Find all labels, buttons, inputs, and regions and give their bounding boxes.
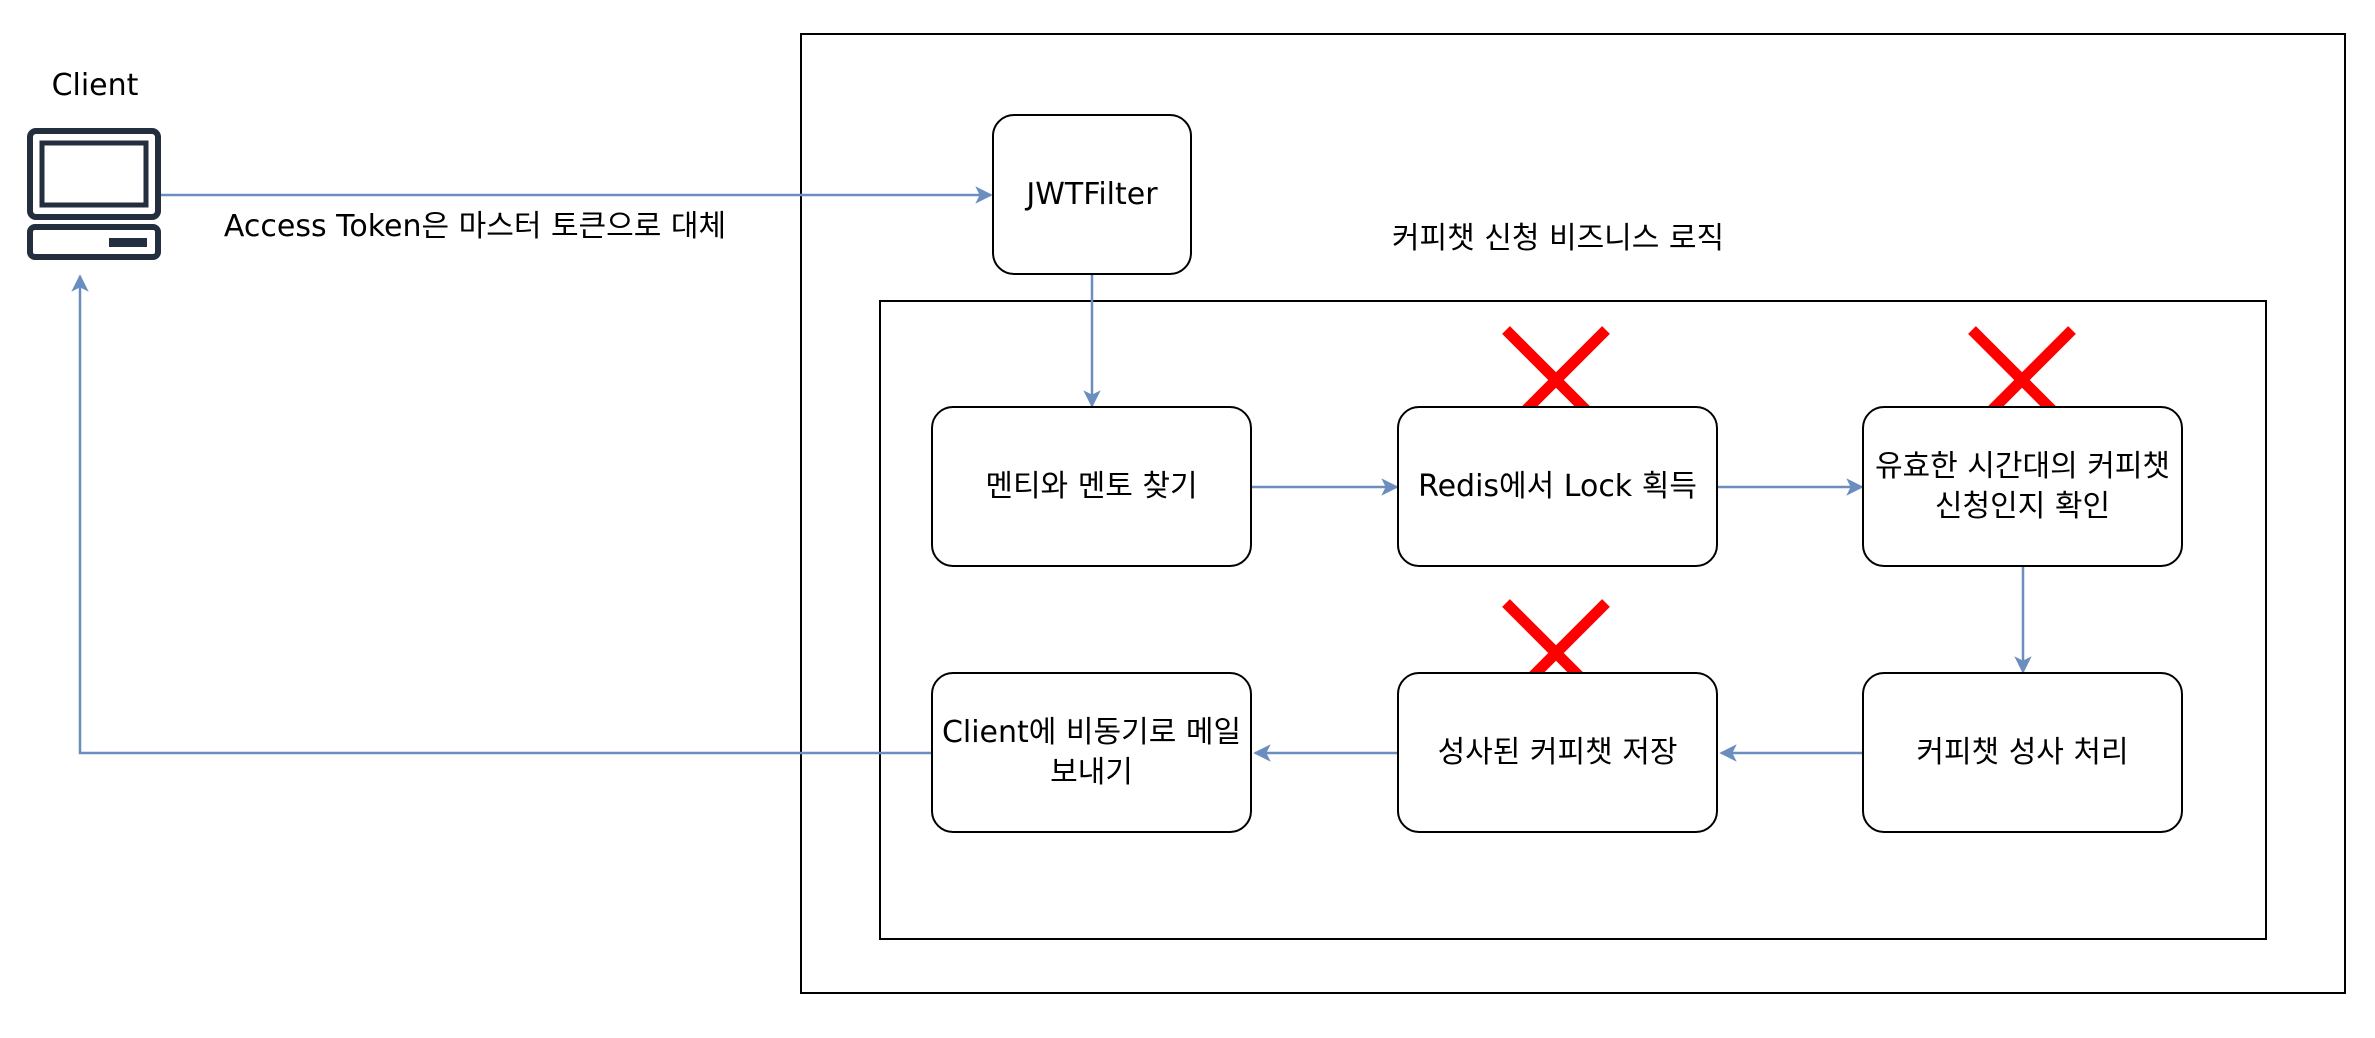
send-mail-node: Client에 비동기로 메일 보내기 [931,672,1252,833]
client-label: Client [51,68,139,103]
jwtfilter-node: JWTFilter [992,114,1192,275]
group-title: 커피챗 신청 비즈니스 로직 [1391,221,1725,256]
find-mentee-mentor-node: 멘티와 멘토 찾기 [931,406,1252,567]
business-logic-group [879,300,2267,940]
redis-lock-node: Redis에서 Lock 획득 [1397,406,1718,567]
process-success-node: 커피챗 성사 처리 [1862,672,2183,833]
access-token-note: Access Token은 마스터 토큰으로 대체 [223,209,727,244]
computer-icon [27,128,161,260]
save-coffeechat-node: 성사된 커피챗 저장 [1397,672,1718,833]
validate-time-node: 유효한 시간대의 커피챗 신청인지 확인 [1862,406,2183,567]
